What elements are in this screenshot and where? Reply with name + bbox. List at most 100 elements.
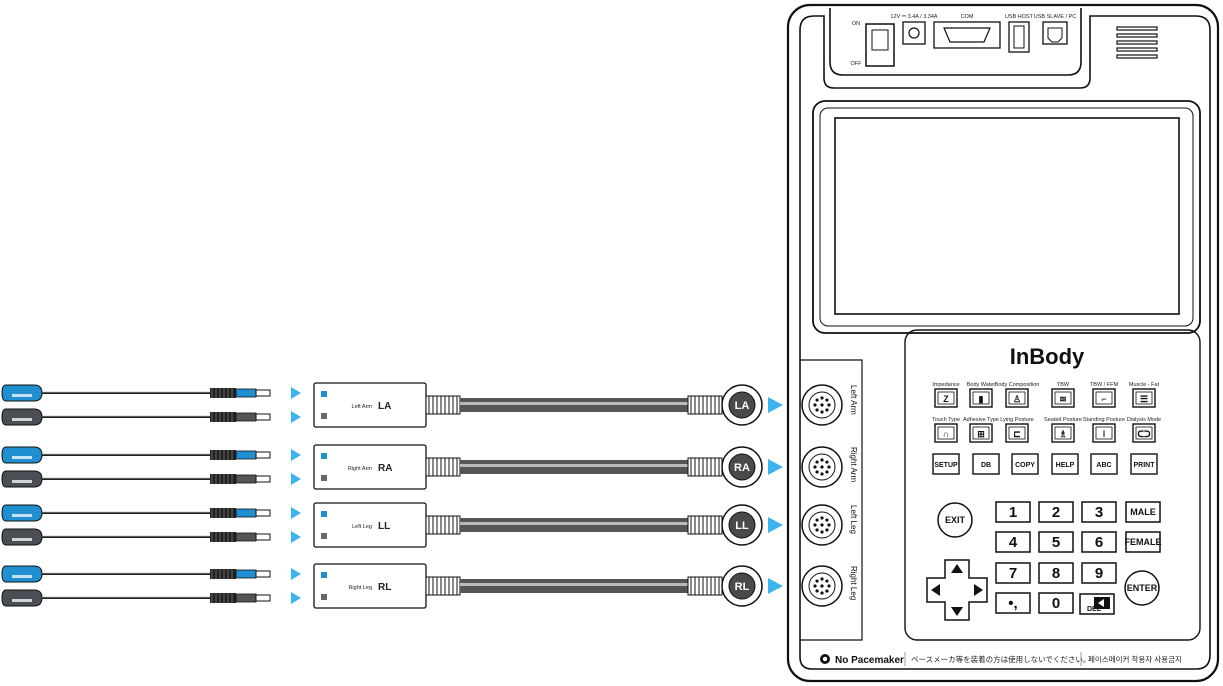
digit-key-label: 1 — [1009, 504, 1017, 521]
arrow-right-icon[interactable] — [974, 584, 983, 596]
command-key-label: ABC — [1096, 462, 1111, 469]
usb-slave-label: USB SLAVE / PC — [1034, 14, 1076, 20]
function-key-button[interactable] — [934, 388, 958, 408]
blue-clip-electrode — [1, 446, 301, 464]
power-jack[interactable] — [902, 21, 926, 45]
arrow-right-icon — [291, 449, 301, 461]
command-key-db[interactable] — [972, 453, 1000, 475]
usb-slave-port[interactable] — [1042, 21, 1068, 45]
enter-button[interactable] — [1124, 570, 1160, 606]
arrow-right-icon — [291, 507, 301, 519]
gray-socket-icon — [321, 475, 327, 481]
com-port[interactable] — [933, 21, 1001, 49]
digit-key[interactable] — [995, 531, 1031, 553]
tbw-icon: ≋ — [1059, 394, 1067, 404]
blue-socket-icon — [321, 511, 327, 517]
gray-socket-icon — [321, 413, 327, 419]
command-key-label: COPY — [1015, 462, 1035, 469]
function-key-button[interactable] — [1132, 388, 1156, 408]
command-key-print[interactable] — [1130, 453, 1158, 475]
function-key-button[interactable] — [1005, 423, 1029, 443]
digit-key[interactable] — [1081, 501, 1117, 523]
function-key-button[interactable] — [1092, 423, 1116, 443]
digit-key-label: 9 — [1095, 565, 1103, 582]
digit-key[interactable] — [995, 562, 1031, 584]
port-label: Left Arm — [849, 385, 858, 415]
direction-pad[interactable] — [926, 559, 988, 621]
command-key-copy[interactable] — [1011, 453, 1039, 475]
function-key[interactable]: Seated Posture ♗ — [1044, 417, 1082, 443]
arrow-left-icon[interactable] — [931, 584, 940, 596]
function-key-button[interactable] — [1005, 388, 1029, 408]
digit-key[interactable] — [1038, 531, 1074, 553]
command-key-help[interactable] — [1051, 453, 1079, 475]
function-key-label: Lying Posture — [1000, 417, 1033, 423]
function-key-button[interactable] — [1132, 423, 1156, 443]
function-key-label: Body Composition — [995, 382, 1040, 388]
digit-key[interactable] — [1038, 501, 1074, 523]
function-key-button[interactable] — [1051, 423, 1075, 443]
exit-button[interactable] — [937, 502, 973, 538]
female-label: FEMALE — [1125, 537, 1162, 547]
digit-key-label: 0 — [1052, 595, 1060, 612]
warning-main: No Pacemaker — [835, 655, 904, 666]
adhesive-type-icon: ⊞ — [977, 429, 985, 439]
function-key-label: Muscle - Fat — [1129, 382, 1160, 388]
plug-badge: RL — [735, 581, 750, 593]
function-key[interactable]: Lying Posture⊏ — [1000, 417, 1034, 443]
function-key-label: Seated Posture — [1044, 417, 1082, 423]
digit-key[interactable] — [1081, 562, 1117, 584]
arrow-down-icon[interactable] — [951, 607, 963, 616]
function-key-button[interactable] — [969, 388, 993, 408]
function-key[interactable]: Body Water▮ — [967, 382, 996, 408]
port-label: Right Arm — [849, 447, 858, 482]
command-key-label: PRINT — [1134, 462, 1156, 469]
function-key-button[interactable] — [1092, 388, 1116, 408]
function-key[interactable]: Adhesive Type⊞ — [963, 417, 999, 443]
connector-box-code: RL — [378, 582, 391, 593]
function-key-button[interactable] — [1051, 388, 1075, 408]
arrow-right-icon — [291, 568, 301, 580]
function-key[interactable]: Touch Type∩ — [932, 417, 960, 443]
function-key-button[interactable] — [934, 423, 958, 443]
body-water-icon: ▮ — [979, 394, 984, 404]
arrow-right-icon — [291, 473, 301, 485]
gray-socket-icon — [321, 594, 327, 600]
touch-type-icon: ∩ — [943, 429, 950, 439]
digit-key[interactable] — [1081, 531, 1117, 553]
power-switch[interactable] — [865, 23, 895, 67]
command-key-label: SETUP — [934, 462, 958, 469]
standing-posture-icon: ǀ — [1103, 429, 1106, 439]
switch-off-label: OFF — [851, 61, 863, 67]
connector-box-code: LA — [378, 401, 391, 412]
female-button[interactable] — [1125, 531, 1161, 553]
digit-key[interactable] — [1038, 562, 1074, 584]
digit-key[interactable] — [995, 501, 1031, 523]
arrow-right-icon — [291, 387, 301, 399]
gray-clip-electrode — [1, 408, 301, 426]
function-key-button[interactable] — [969, 423, 993, 443]
function-key[interactable]: TBW / FFM⌐ — [1090, 382, 1119, 408]
command-key-setup[interactable] — [932, 453, 960, 475]
male-button[interactable] — [1125, 501, 1161, 523]
blue-clip-electrode — [1, 384, 301, 402]
seated-posture-icon: ♗ — [1059, 429, 1067, 439]
function-key[interactable]: TBW≋ — [1051, 382, 1075, 408]
function-key[interactable]: Body Composition♙ — [995, 382, 1040, 408]
arrow-right-icon — [768, 517, 783, 533]
blue-clip-electrode — [1, 504, 301, 522]
muscle-fat-icon: ☰ — [1140, 394, 1148, 404]
function-key[interactable]: Muscle - Fat ☰ — [1129, 382, 1160, 408]
digit-key[interactable] — [1038, 592, 1074, 614]
command-key-abc[interactable] — [1090, 453, 1118, 475]
arrow-up-icon[interactable] — [951, 564, 963, 573]
digit-key[interactable] — [995, 592, 1031, 614]
